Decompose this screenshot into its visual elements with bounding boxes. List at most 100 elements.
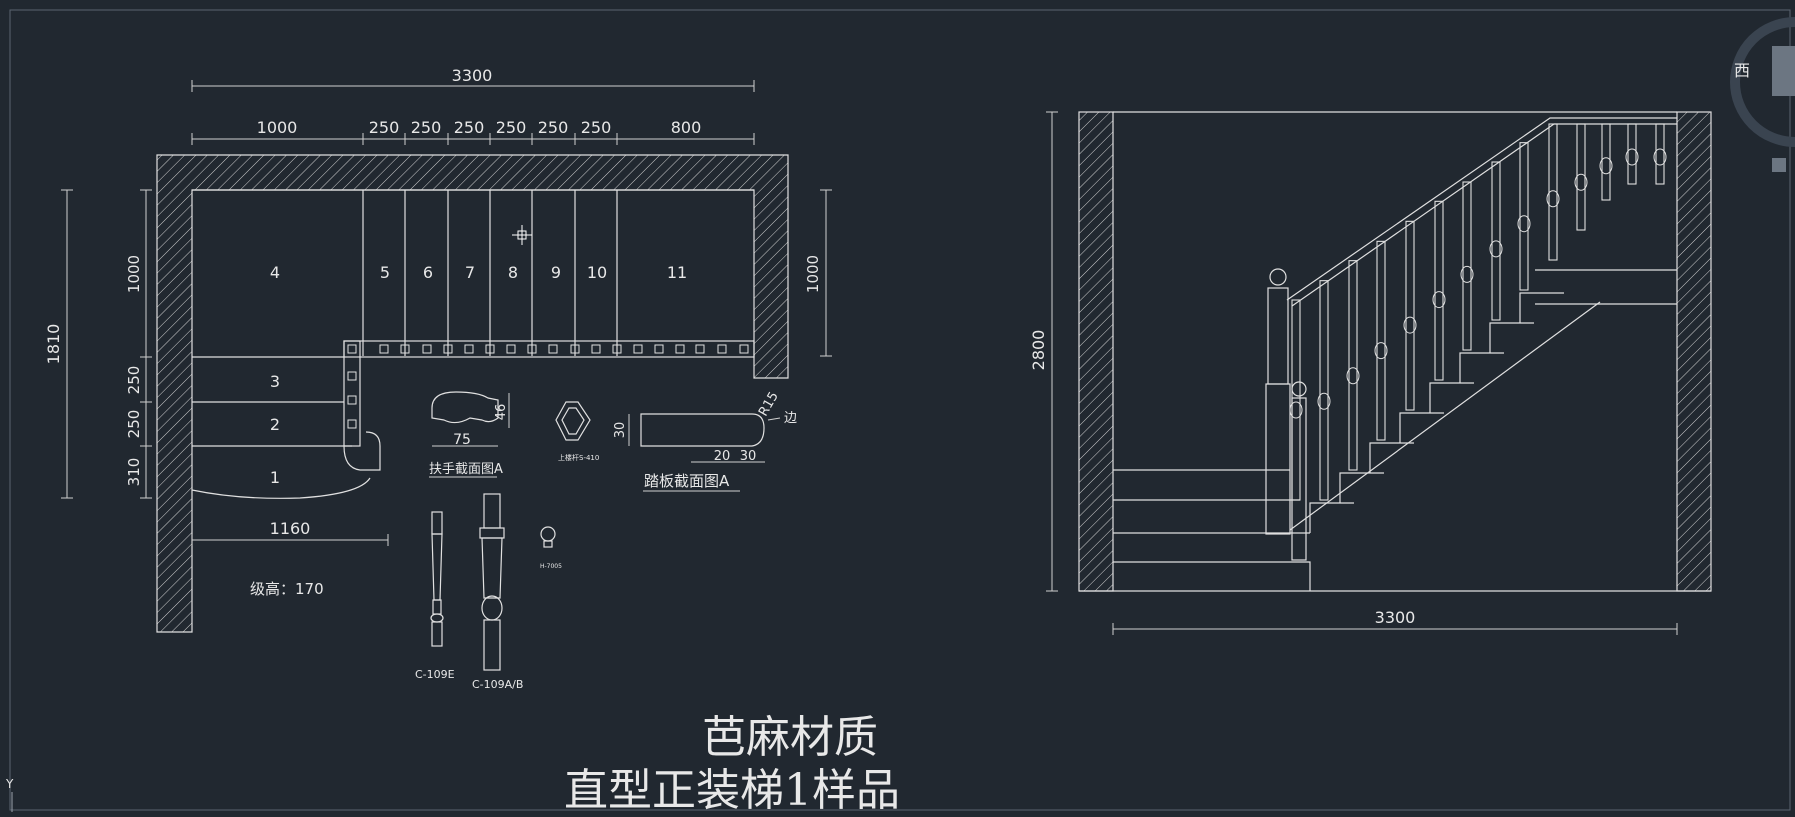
baluster-large-label: C-109A/B (472, 678, 523, 691)
elevation-wall-left (1078, 111, 1114, 592)
step-number: 8 (508, 263, 518, 282)
baluster-small-label: C-109E (415, 668, 455, 681)
elevation-baluster-turning (1625, 148, 1639, 166)
handrail-width: 75 (453, 432, 471, 448)
elevation-baluster-turning (1346, 367, 1360, 385)
rail-baluster-mark (548, 344, 558, 354)
tread-edge: 边 (784, 411, 797, 426)
tread-radius: R15 (756, 389, 782, 419)
step-number: 10 (587, 263, 607, 282)
ucs-y-label: Y (5, 777, 14, 791)
step-number: 6 (423, 263, 433, 282)
elevation-baluster-turning (1489, 240, 1503, 258)
rail-baluster-mark (422, 344, 432, 354)
elevation-height: 2800 (1029, 330, 1048, 371)
rail-baluster-mark (695, 344, 705, 354)
segment-dim: 250 (581, 118, 612, 137)
viewcube[interactable]: 西 (1730, 17, 1795, 172)
plan-left-total: 1810 (44, 324, 63, 365)
rail-baluster-mark (591, 344, 601, 354)
rail-baluster-mark (527, 344, 537, 354)
rail-baluster-mark (347, 419, 357, 429)
segment-dim: 250 (496, 118, 527, 137)
post-label: H-7005 (540, 563, 562, 570)
elevation-baluster-turning (1574, 173, 1588, 191)
viewcube-face[interactable] (1772, 46, 1795, 96)
elevation-baluster (1319, 280, 1329, 501)
rail-baluster-mark (654, 344, 664, 354)
step-number: 2 (270, 415, 280, 434)
plan-right-dim: 1000 (804, 255, 822, 293)
section-details: 75 46 扶手截面图A 上楼杆S-410 30 R15 边 20 30 踏板截… (415, 389, 797, 691)
segment-dim: 1000 (257, 118, 298, 137)
segment-dim: 250 (411, 118, 442, 137)
elevation-baluster (1434, 200, 1444, 381)
tread-thickness: 30 (613, 422, 628, 439)
plan-view: 3300 1000 250 250 250 250 250 250 800 (44, 66, 832, 633)
rail-baluster-mark (443, 344, 453, 354)
elevation-baluster-turning (1432, 291, 1446, 309)
elevation-baluster-turning (1517, 215, 1531, 233)
handrail-caption: 扶手截面图A (429, 462, 503, 477)
rail-baluster-mark (347, 371, 357, 381)
rosette-label: 上楼杆S-410 (558, 453, 599, 462)
step-number: 4 (270, 263, 280, 282)
elevation-baluster (1548, 123, 1558, 261)
rail-baluster-mark (633, 344, 643, 354)
segment-dim: 250 (369, 118, 400, 137)
elevation-baluster (1376, 240, 1386, 441)
step-number: 1 (270, 468, 280, 487)
rail-baluster-mark (612, 344, 622, 354)
viewcube-marker[interactable] (1772, 158, 1786, 172)
baluster-large (479, 493, 505, 671)
viewcube-west[interactable]: 西 (1734, 61, 1750, 80)
elevation-baluster-turning (1460, 265, 1474, 283)
rail-baluster-mark (485, 344, 495, 354)
elevation-baluster (1491, 161, 1501, 321)
crosshair-cursor-icon (512, 225, 532, 245)
elevation-baluster (1519, 142, 1529, 291)
ucs-icon: Y (5, 777, 14, 812)
segment-dim: 250 (454, 118, 485, 137)
rail-baluster-mark (400, 344, 410, 354)
title-line-2: 直型正装梯1样品 (564, 765, 900, 816)
tread-caption: 踏板截面图A (644, 472, 730, 490)
plan-left-dim: 1000 (125, 255, 143, 293)
rail-baluster-mark (506, 344, 516, 354)
first-step-width: 1160 (270, 519, 311, 538)
elevation-baluster (1655, 123, 1665, 185)
tread-dim: 30 (740, 449, 757, 464)
plan-left-dim: 310 (125, 458, 143, 487)
segment-dim: 800 (671, 118, 702, 137)
step-number: 11 (667, 263, 687, 282)
rail-baluster-mark (347, 395, 357, 405)
elevation-baluster-turning (1317, 392, 1331, 410)
elevation-baluster (1576, 123, 1586, 231)
elevation-width: 3300 (1375, 608, 1416, 627)
elevation-wall-right (1676, 111, 1712, 592)
elevation-baluster (1601, 123, 1611, 201)
segment-dim: 250 (538, 118, 569, 137)
elevation-baluster (1405, 220, 1415, 411)
plan-overall-width: 3300 (452, 66, 493, 85)
step-number: 5 (380, 263, 390, 282)
rail-baluster-mark (717, 344, 727, 354)
elevation-baluster-turning (1374, 342, 1388, 360)
viewport-frame (9, 9, 1791, 811)
elevation-baluster (1462, 181, 1472, 351)
baluster-small (430, 511, 444, 647)
newel-post-icon (540, 526, 556, 548)
elevation-baluster (1291, 299, 1301, 501)
elevation-baluster-turning (1653, 148, 1667, 166)
plan-left-dim: 250 (125, 410, 143, 439)
title-line-1: 芭麻材质 (702, 712, 878, 763)
riser-height-note: 级高：170 (250, 580, 324, 598)
elevation-baluster-turning (1599, 157, 1613, 175)
step-number: 9 (551, 263, 561, 282)
elevation-baluster (1348, 260, 1358, 471)
elevation-baluster-turning (1289, 401, 1303, 419)
step-number: 7 (465, 263, 475, 282)
rail-baluster-mark (570, 344, 580, 354)
rail-baluster-mark (347, 344, 357, 354)
